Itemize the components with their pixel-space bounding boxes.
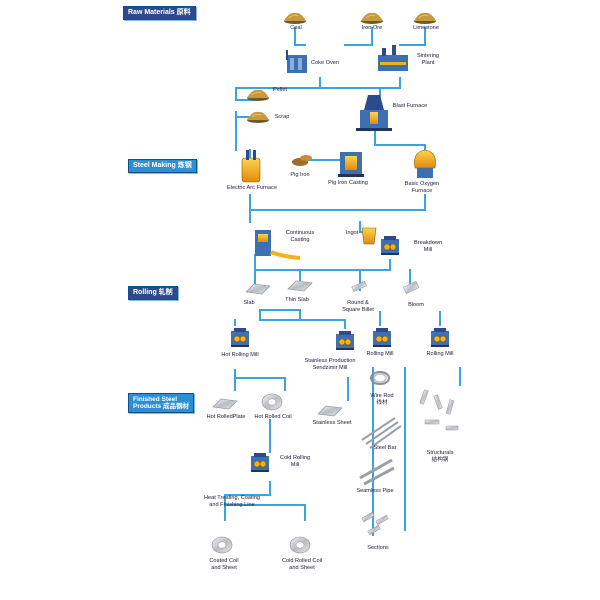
continuous-casting-icon: [255, 230, 301, 260]
pig-iron-icon: [292, 155, 312, 166]
label-hot-rolling-mill: Hot Rolling Mill: [221, 352, 259, 358]
label-thin-slab: Thin Slab: [285, 297, 309, 303]
label-slab: Slab: [243, 300, 255, 306]
label-seamless-pipe: Seamless Pipe: [356, 488, 394, 494]
label-cold-rolling-mill: Cold Rolling Mill: [279, 455, 311, 468]
coke-oven-icon: [286, 50, 307, 73]
label-bloom: Bloom: [408, 302, 424, 308]
round-square-billet-icon: [351, 280, 367, 293]
electric-arc-furnace-icon: [241, 150, 261, 183]
label-round-square-billet: Round & Square Billet: [342, 300, 374, 313]
wire-rod-icon: [370, 371, 390, 385]
label-coke-oven: Coke Oven: [311, 60, 339, 66]
hot-rolled-plate-icon: [212, 398, 238, 410]
sendzimir-mill-icon: [335, 330, 355, 351]
blast-furnace-icon: [356, 95, 392, 131]
section-finished-products: Finished Steel Products 成品钢材: [128, 393, 194, 413]
scrap-icon: [246, 111, 270, 124]
structurals-icon: [419, 389, 459, 431]
label-coal: Coal: [290, 25, 302, 31]
label-basic-oxygen-furnace: Basic Oxygen Furnace: [404, 181, 440, 194]
label-cold-rolled-coil-sheet: Cold Rolled Coil and Sheet: [281, 558, 323, 571]
bloom-icon: [403, 280, 420, 294]
label-hot-rolled-coil: Hot Rolled Coil: [254, 414, 292, 420]
label-hot-rolled-plate: Hot RolledPlate: [206, 414, 246, 420]
coated-coil-sheet-icon: [211, 536, 233, 554]
label-wire-rod: Wire Rod 线材: [370, 393, 394, 406]
steel-bar-icon: [361, 417, 402, 449]
slab-icon: [245, 283, 271, 295]
pig-iron-casting-icon: [338, 152, 364, 177]
label-ingot: Ingot: [345, 230, 359, 236]
ingot-icon: [361, 227, 377, 245]
rolling-mill-1-icon: [372, 327, 392, 348]
thin-slab-icon: [287, 280, 313, 292]
label-stainless-sheet: Stainless Sheet: [312, 420, 352, 426]
basic-oxygen-furnace-icon: [414, 149, 436, 178]
label-continuous-casting: Continuous Casting: [285, 230, 315, 243]
label-steel-bar: Steel Bar: [373, 445, 397, 451]
section-raw-materials: Raw Materials 原料: [123, 6, 196, 20]
section-rolling: Rolling 轧制: [128, 286, 178, 300]
sintering-plant-icon: [378, 45, 408, 71]
label-pig-iron: Pig Iron: [290, 172, 310, 178]
label-electric-arc-furnace: Electric Arc Furnace: [226, 185, 278, 191]
label-rolling-mill-2: Rolling Mill: [426, 351, 454, 357]
label-pig-iron-casting: Pig Iron Casting: [328, 180, 368, 186]
label-pellet: Pellet: [273, 87, 287, 93]
label-blast-furnace: Blast Furnace: [392, 103, 428, 109]
label-coated-coil-sheet: Coated Coil and Sheet: [209, 558, 239, 571]
seamless-pipe-icon: [359, 458, 395, 486]
label-rolling-mill-1: Rolling Mill: [366, 351, 394, 357]
hot-rolling-mill-icon: [230, 327, 250, 348]
stainless-sheet-icon: [317, 405, 343, 417]
pellet-icon: [246, 89, 270, 102]
sections-icon: [361, 511, 389, 536]
coal-icon: [283, 12, 307, 25]
cold-rolled-coil-sheet-icon: [289, 536, 311, 554]
label-heat-treating: Heat Treating, Coating and Finishing Lin…: [204, 495, 260, 508]
label-iron-ore: Iron Ore: [361, 25, 383, 31]
label-sections: Sections: [367, 545, 389, 551]
label-structurals: Structurals 结构钢: [426, 450, 454, 463]
iron-ore-icon: [360, 12, 384, 25]
breakdown-mill-icon: [380, 235, 400, 256]
label-breakdown-mill: Breakdown Mill: [414, 240, 442, 253]
hot-rolled-coil-icon: [261, 393, 283, 411]
limestone-icon: [413, 12, 437, 25]
label-sintering-plant: Sintering Plant: [416, 53, 440, 66]
label-limestone: Limestone: [413, 25, 439, 31]
section-steel-making: Steel Making 炼钢: [128, 159, 197, 173]
cold-rolling-mill-icon: [250, 452, 270, 473]
rolling-mill-2-icon: [430, 327, 450, 348]
label-stainless-sendzimir: Stainless Production Sendzimir Mill: [304, 358, 356, 371]
label-scrap: Scrap: [274, 114, 290, 120]
